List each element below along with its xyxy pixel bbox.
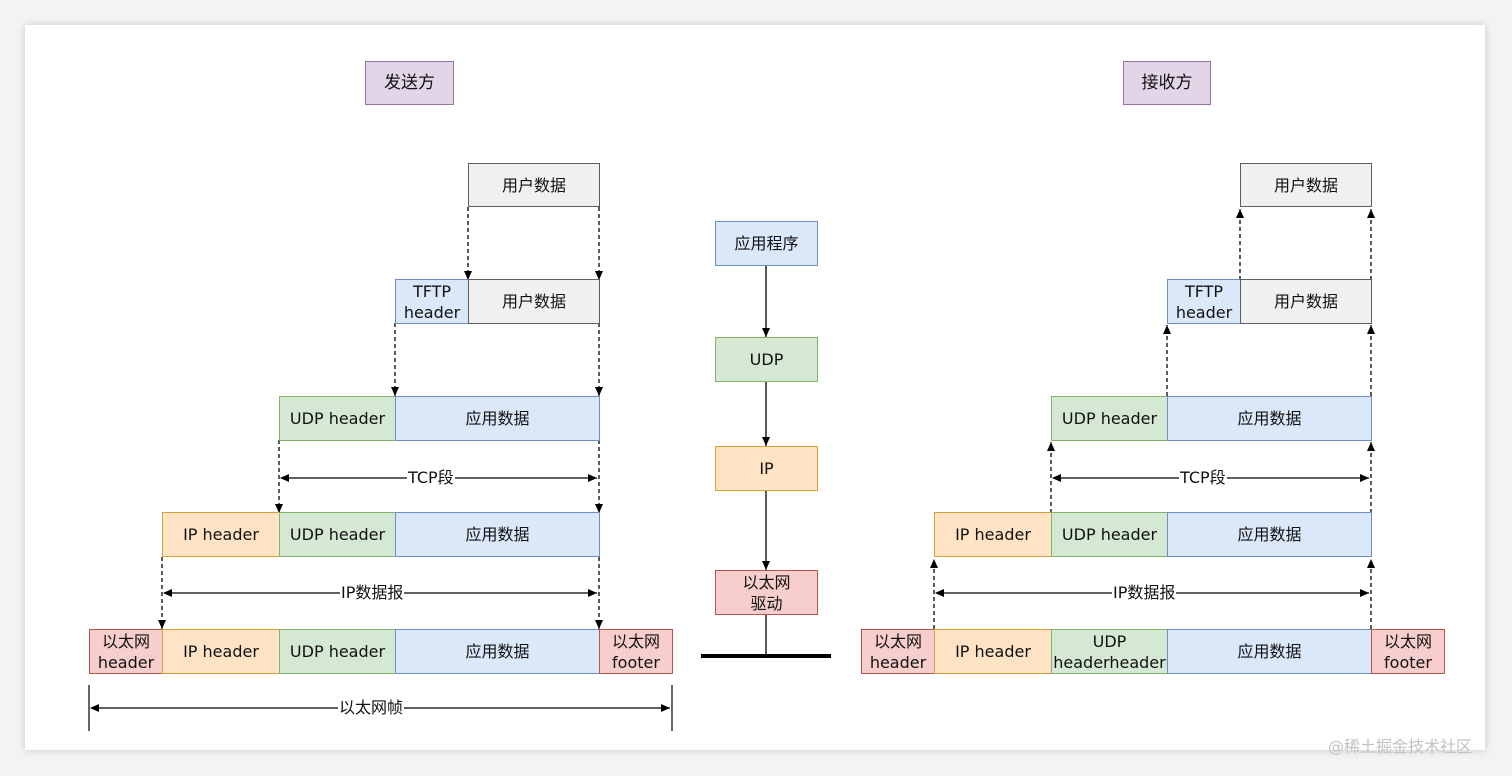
diagram-canvas: 发送方 接收方 用户数据 TFTP header 用户数据 UDP header… <box>25 25 1485 750</box>
stack-ethernet-driver: 以太网 驱动 <box>715 570 818 615</box>
sender-eth-frame-label: 以太网帧 <box>338 698 405 718</box>
receiver-eth-row-udp-header: UDP headerheader <box>1051 629 1168 674</box>
receiver-user-data: 用户数据 <box>1240 163 1372 207</box>
sender-eth-footer: 以太网 footer <box>599 629 673 674</box>
receiver-eth-footer: 以太网 footer <box>1371 629 1445 674</box>
receiver-udp-header: UDP header <box>1051 396 1168 441</box>
receiver-ip-datagram-label: IP数据报 <box>1112 583 1177 603</box>
sender-eth-row-app-data: 应用数据 <box>395 629 600 674</box>
receiver-eth-row-ip-header: IP header <box>934 629 1052 674</box>
sender-ip-datagram-label: IP数据报 <box>340 583 405 603</box>
stack-ip: IP <box>715 446 818 491</box>
sender-ip-row-app-data: 应用数据 <box>395 512 600 557</box>
sender-tftp-header: TFTP header <box>395 279 469 324</box>
receiver-eth-header: 以太网 header <box>861 629 935 674</box>
receiver-app-data: 应用数据 <box>1167 396 1372 441</box>
sender-eth-row-ip-header: IP header <box>162 629 280 674</box>
sender-ip-row-udp-header: UDP header <box>279 512 396 557</box>
receiver-tcp-segment-label: TCP段 <box>1179 468 1227 488</box>
sender-tftp-payload: 用户数据 <box>468 279 600 324</box>
receiver-title: 接收方 <box>1123 61 1211 105</box>
sender-udp-header: UDP header <box>279 396 396 441</box>
receiver-tftp-payload: 用户数据 <box>1240 279 1372 324</box>
sender-title: 发送方 <box>365 61 454 105</box>
receiver-eth-row-app-data: 应用数据 <box>1167 629 1372 674</box>
sender-user-data: 用户数据 <box>468 163 600 207</box>
watermark: @稀土掘金技术社区 <box>1328 737 1473 756</box>
receiver-ip-row-app-data: 应用数据 <box>1167 512 1372 557</box>
stack-udp: UDP <box>715 337 818 382</box>
sender-app-data: 应用数据 <box>395 396 600 441</box>
sender-eth-row-udp-header: UDP header <box>279 629 396 674</box>
stack-application: 应用程序 <box>715 221 818 266</box>
receiver-ip-row-udp-header: UDP header <box>1051 512 1168 557</box>
sender-eth-header: 以太网 header <box>89 629 163 674</box>
receiver-ip-header: IP header <box>934 512 1052 557</box>
sender-ip-header: IP header <box>162 512 280 557</box>
receiver-tftp-header: TFTP header <box>1167 279 1241 324</box>
sender-tcp-segment-label: TCP段 <box>407 468 455 488</box>
